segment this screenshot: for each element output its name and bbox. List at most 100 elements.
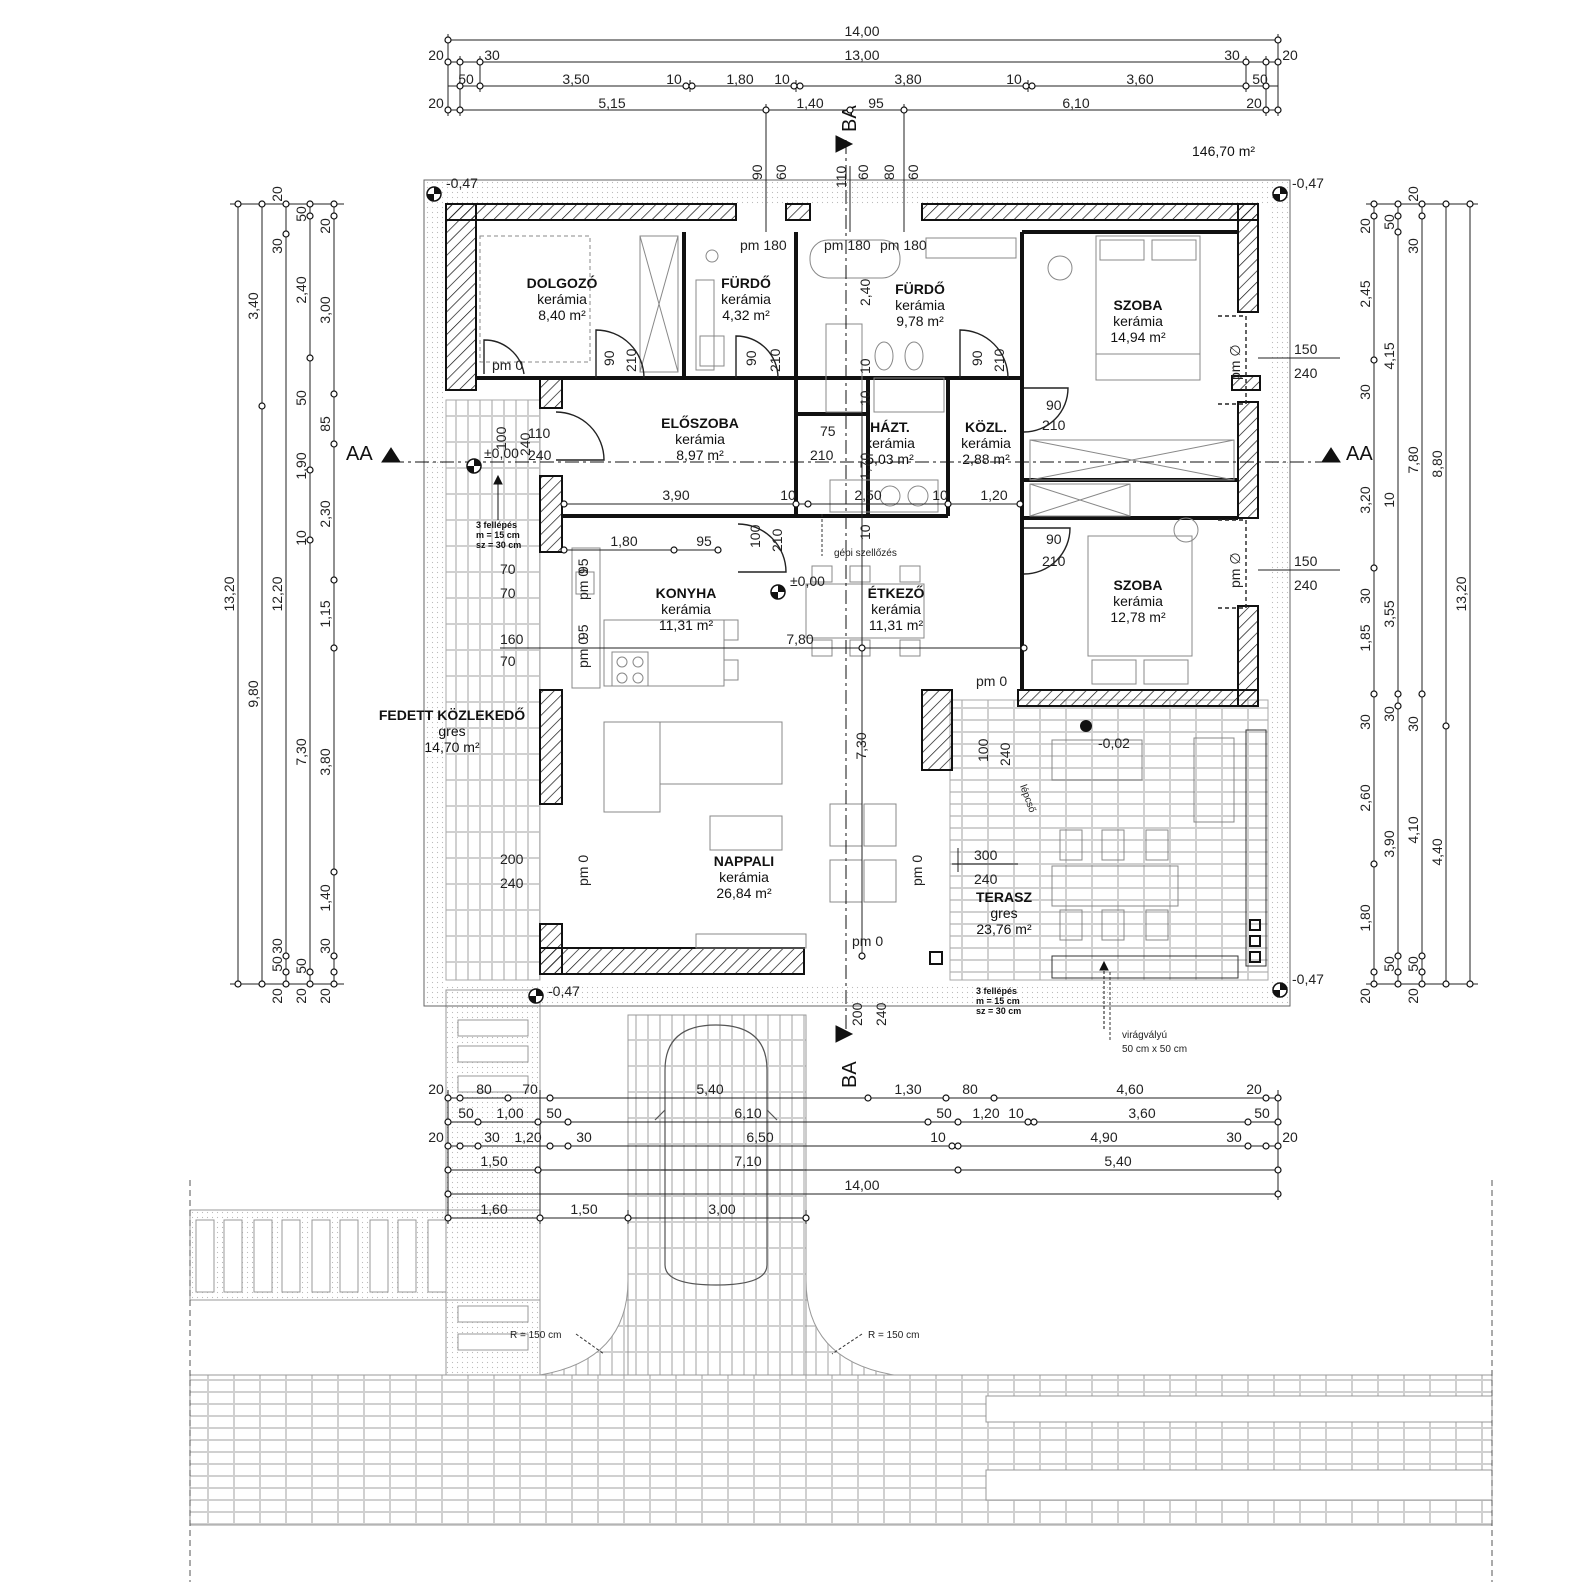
svg-text:4,90: 4,90 — [1090, 1129, 1117, 1145]
svg-text:pm 0: pm 0 — [909, 855, 925, 886]
svg-text:1,40: 1,40 — [796, 95, 823, 111]
level-ne: -0,47 — [1292, 175, 1324, 191]
svg-text:pm 0: pm 0 — [575, 569, 591, 600]
svg-text:80: 80 — [476, 1081, 492, 1097]
svg-text:sz = 30 cm: sz = 30 cm — [976, 1006, 1021, 1016]
level-marker-entry — [466, 458, 482, 474]
svg-text:70: 70 — [500, 585, 516, 601]
dim-labels-top: 14,00 20 30 13,00 30 20 50 3,50 10 1,80 … — [428, 23, 1298, 111]
svg-text:3,80: 3,80 — [894, 71, 921, 87]
radius-leaders — [575, 1333, 863, 1355]
svg-text:pm 0: pm 0 — [575, 855, 591, 886]
svg-text:30: 30 — [1357, 588, 1373, 604]
room-szoba2-name: SZOBA — [1114, 577, 1163, 593]
svg-text:10: 10 — [857, 524, 873, 540]
svg-text:50: 50 — [1252, 71, 1268, 87]
room-szoba1-name: SZOBA — [1114, 297, 1163, 313]
svg-text:30: 30 — [1381, 706, 1397, 722]
svg-text:1,70: 1,70 — [857, 453, 873, 480]
svg-text:14,00: 14,00 — [844, 1177, 879, 1193]
svg-text:13,20: 13,20 — [1453, 576, 1469, 611]
room-fedett-material: gres — [438, 723, 465, 739]
svg-text:20: 20 — [1405, 988, 1421, 1004]
parapet-labels: pm 0 pm 180 pm 180 pm 180 pm 0 pm 0 pm 0… — [492, 237, 1243, 949]
svg-text:10: 10 — [666, 71, 682, 87]
svg-text:60: 60 — [855, 164, 871, 180]
level-markers — [426, 186, 1288, 1004]
svg-text:8,80: 8,80 — [1429, 450, 1445, 477]
svg-text:240: 240 — [1294, 365, 1318, 381]
section-lines — [381, 135, 1341, 1043]
room-furdo1-name: FÜRDŐ — [721, 274, 771, 291]
svg-text:1,50: 1,50 — [570, 1201, 597, 1217]
svg-text:70: 70 — [500, 653, 516, 669]
svg-text:3,60: 3,60 — [1126, 71, 1153, 87]
level-marker-center — [770, 584, 786, 600]
svg-text:50: 50 — [1381, 214, 1397, 230]
svg-text:1,20: 1,20 — [980, 487, 1007, 503]
svg-text:3,90: 3,90 — [1381, 830, 1397, 857]
svg-text:gépi szellőzés: gépi szellőzés — [834, 548, 897, 559]
svg-text:pm 180: pm 180 — [824, 237, 871, 253]
svg-text:2,45: 2,45 — [1357, 280, 1373, 307]
room-szoba2-material: kerámia — [1113, 593, 1163, 609]
svg-text:2,50: 2,50 — [854, 487, 881, 503]
section-ba-top: BA — [839, 105, 861, 132]
svg-text:50: 50 — [936, 1105, 952, 1121]
svg-text:3,55: 3,55 — [1381, 600, 1397, 627]
room-konyha-material: kerámia — [661, 601, 711, 617]
svg-text:1,40: 1,40 — [317, 884, 333, 911]
svg-text:90: 90 — [1046, 531, 1062, 547]
terrace-dims: 300 240 100 240 200 240 — [849, 738, 1018, 1026]
svg-text:3,40: 3,40 — [245, 292, 261, 319]
room-nappali-area: 26,84 m² — [716, 885, 772, 901]
svg-text:pm 0: pm 0 — [852, 933, 883, 949]
svg-text:30: 30 — [1357, 384, 1373, 400]
svg-text:30: 30 — [484, 1129, 500, 1145]
room-fedett-area: 14,70 m² — [424, 739, 480, 755]
svg-text:50: 50 — [1381, 956, 1397, 972]
room-terasz-area: 23,76 m² — [976, 921, 1032, 937]
svg-text:pm 180: pm 180 — [740, 237, 787, 253]
svg-text:30: 30 — [1405, 238, 1421, 254]
section-ba-bottom: BA — [839, 1061, 861, 1088]
dim-ticks-right — [1370, 200, 1474, 988]
svg-text:210: 210 — [991, 348, 1007, 372]
svg-text:pm ∅: pm ∅ — [1227, 344, 1243, 380]
room-hazt-material: kerámia — [865, 435, 915, 451]
level-nw: -0,47 — [446, 175, 478, 191]
room-furdo1-material: kerámia — [721, 291, 771, 307]
svg-text:80: 80 — [962, 1081, 978, 1097]
svg-text:150: 150 — [1294, 341, 1318, 357]
svg-text:1,50: 1,50 — [480, 1153, 507, 1169]
svg-text:100: 100 — [493, 426, 509, 450]
svg-text:75: 75 — [820, 423, 836, 439]
svg-text:3,20: 3,20 — [1357, 486, 1373, 513]
svg-text:50 cm x 50 cm: 50 cm x 50 cm — [1122, 1044, 1187, 1055]
dim-ticks-top — [444, 36, 1282, 114]
svg-text:95: 95 — [575, 558, 591, 574]
svg-text:10: 10 — [1006, 71, 1022, 87]
svg-text:2,30: 2,30 — [317, 500, 333, 527]
svg-text:30: 30 — [317, 938, 333, 954]
stair-arrows — [493, 474, 1109, 1030]
svg-text:240: 240 — [974, 871, 998, 887]
svg-text:20: 20 — [428, 47, 444, 63]
room-furdo2-material: kerámia — [895, 297, 945, 313]
interior-dim-labels: 3,90 10 2,50 10 1,20 1,80 95 7,80 7,30 — [610, 487, 1007, 760]
svg-text:2,40: 2,40 — [293, 276, 309, 303]
svg-text:10: 10 — [932, 487, 948, 503]
svg-text:13,20: 13,20 — [221, 576, 237, 611]
level-se: -0,47 — [1292, 971, 1324, 987]
svg-text:110: 110 — [833, 165, 849, 188]
svg-text:50: 50 — [269, 956, 285, 972]
svg-text:210: 210 — [810, 447, 834, 463]
building-footprint — [423, 179, 1291, 1007]
svg-text:240: 240 — [997, 742, 1013, 766]
svg-text:1,85: 1,85 — [1357, 624, 1373, 651]
svg-text:70: 70 — [522, 1081, 538, 1097]
svg-text:200: 200 — [500, 851, 524, 867]
svg-text:7,80: 7,80 — [786, 631, 813, 647]
svg-text:20: 20 — [428, 1129, 444, 1145]
svg-text:13,00: 13,00 — [844, 47, 879, 63]
